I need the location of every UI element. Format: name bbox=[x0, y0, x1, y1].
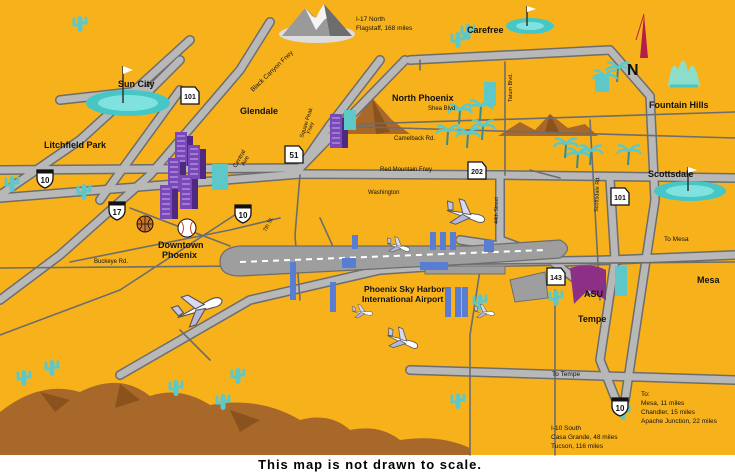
city-label-downtown: Downtown bbox=[158, 240, 204, 250]
city-label-mesa: Mesa bbox=[697, 275, 721, 285]
golf-green-icon bbox=[506, 6, 554, 34]
compass-needle-icon bbox=[635, 13, 648, 58]
svg-text:10: 10 bbox=[616, 404, 625, 413]
airport-runways bbox=[219, 232, 569, 317]
interstate-10-west-shield: 10 bbox=[36, 169, 54, 189]
mountain-icon bbox=[279, 4, 355, 43]
road-label-squaw-peak-2: Frwy bbox=[306, 121, 315, 134]
golf-green-icon bbox=[86, 66, 170, 116]
road-label-scottsdale-rd: Scottsdale Rd. bbox=[594, 176, 601, 212]
road-label-to-tempe: To Tempe bbox=[552, 371, 580, 378]
interstate-17-shield: 17 bbox=[108, 201, 126, 221]
airport-label-line1: Phoenix Sky Harbor bbox=[364, 284, 445, 294]
svg-text:101: 101 bbox=[184, 94, 196, 101]
basketball-icon bbox=[136, 215, 154, 233]
road-label-central-2: Ave bbox=[241, 155, 252, 167]
city-label-scottsdale: Scottsdale bbox=[648, 169, 694, 179]
note-east-2: Mesa, 11 miles bbox=[641, 400, 685, 407]
loop-101-west-shield: 101 bbox=[180, 86, 200, 105]
scale-disclaimer: This map is not drawn to scale. bbox=[258, 457, 482, 472]
city-label-north-phoenix: North Phoenix bbox=[392, 93, 454, 103]
road-label-tatum: Tatum Blvd. bbox=[508, 73, 514, 102]
distance-notes: I-17 North Flagstaff, 168 miles To: Mesa… bbox=[356, 16, 718, 450]
road-label-shea: Shea Blvd bbox=[428, 106, 455, 112]
interstate-10-center-shield: 10 bbox=[234, 204, 252, 224]
road-network bbox=[0, 17, 735, 456]
svg-text:51: 51 bbox=[290, 151, 299, 160]
note-north-1: I-17 North bbox=[356, 16, 385, 23]
mountain-icon bbox=[0, 382, 470, 455]
note-east-3: Chandler, 15 miles bbox=[641, 409, 696, 416]
golf-green-icon bbox=[654, 167, 726, 201]
road-label-buckeye: Buckeye Rd. bbox=[94, 259, 128, 265]
svg-text:143: 143 bbox=[550, 275, 562, 282]
state-route-51-shield: 51 bbox=[284, 145, 304, 164]
skyscraper-icon bbox=[159, 74, 627, 296]
svg-text:10: 10 bbox=[41, 176, 50, 185]
interstate-10-south-shield: 10 bbox=[611, 397, 629, 417]
note-south-2: Casa Grande, 48 miles bbox=[551, 434, 618, 441]
svg-text:10: 10 bbox=[239, 211, 248, 220]
road-label-camelback: Camelback Rd. bbox=[394, 136, 435, 142]
city-label-carefree: Carefree bbox=[467, 25, 504, 35]
mountain-icon bbox=[345, 98, 410, 134]
compass-label: N bbox=[627, 62, 639, 79]
city-label-glendale: Glendale bbox=[240, 106, 278, 116]
city-label-fountain-hills: Fountain Hills bbox=[649, 100, 709, 110]
asu-stadium-icon bbox=[570, 265, 606, 304]
note-east-1: To: bbox=[641, 391, 650, 398]
svg-text:101: 101 bbox=[614, 195, 626, 202]
city-label-litchfield-park: Litchfield Park bbox=[44, 140, 107, 150]
fountain-icon bbox=[668, 60, 700, 88]
road-label-44th-st: 44th Street bbox=[494, 197, 500, 224]
road-label-to-mesa: To Mesa bbox=[664, 236, 689, 243]
loop-202-shield: 202 bbox=[467, 161, 487, 180]
city-label-sun-city: Sun City bbox=[118, 79, 155, 89]
route-shields: 17 10 10 10 101 101 51 202 143 bbox=[36, 86, 630, 417]
note-north-2: Flagstaff, 168 miles bbox=[356, 25, 413, 32]
city-label-phoenix: Phoenix bbox=[162, 250, 197, 260]
airport-label-line2: International Airport bbox=[362, 294, 444, 304]
svg-text:17: 17 bbox=[113, 208, 122, 217]
note-south-1: I-10 South bbox=[551, 425, 581, 432]
road-label-red-mountain: Red Mountain Frwy bbox=[380, 167, 432, 173]
mountain-icon bbox=[498, 114, 598, 136]
note-south-3: Tucson, 116 miles bbox=[551, 443, 604, 450]
campus-label-asu: ASU bbox=[584, 289, 603, 299]
state-route-143-shield: 143 bbox=[546, 267, 566, 286]
city-label-tempe: Tempe bbox=[578, 314, 606, 324]
note-east-4: Apache Junction, 22 miles bbox=[641, 418, 718, 425]
svg-text:202: 202 bbox=[471, 169, 483, 176]
road-label-washington: Washington bbox=[368, 190, 399, 196]
loop-101-east-shield: 101 bbox=[610, 187, 630, 206]
city-labels: Sun City Glendale Litchfield Park North … bbox=[44, 25, 721, 324]
baseball-icon bbox=[177, 218, 197, 238]
